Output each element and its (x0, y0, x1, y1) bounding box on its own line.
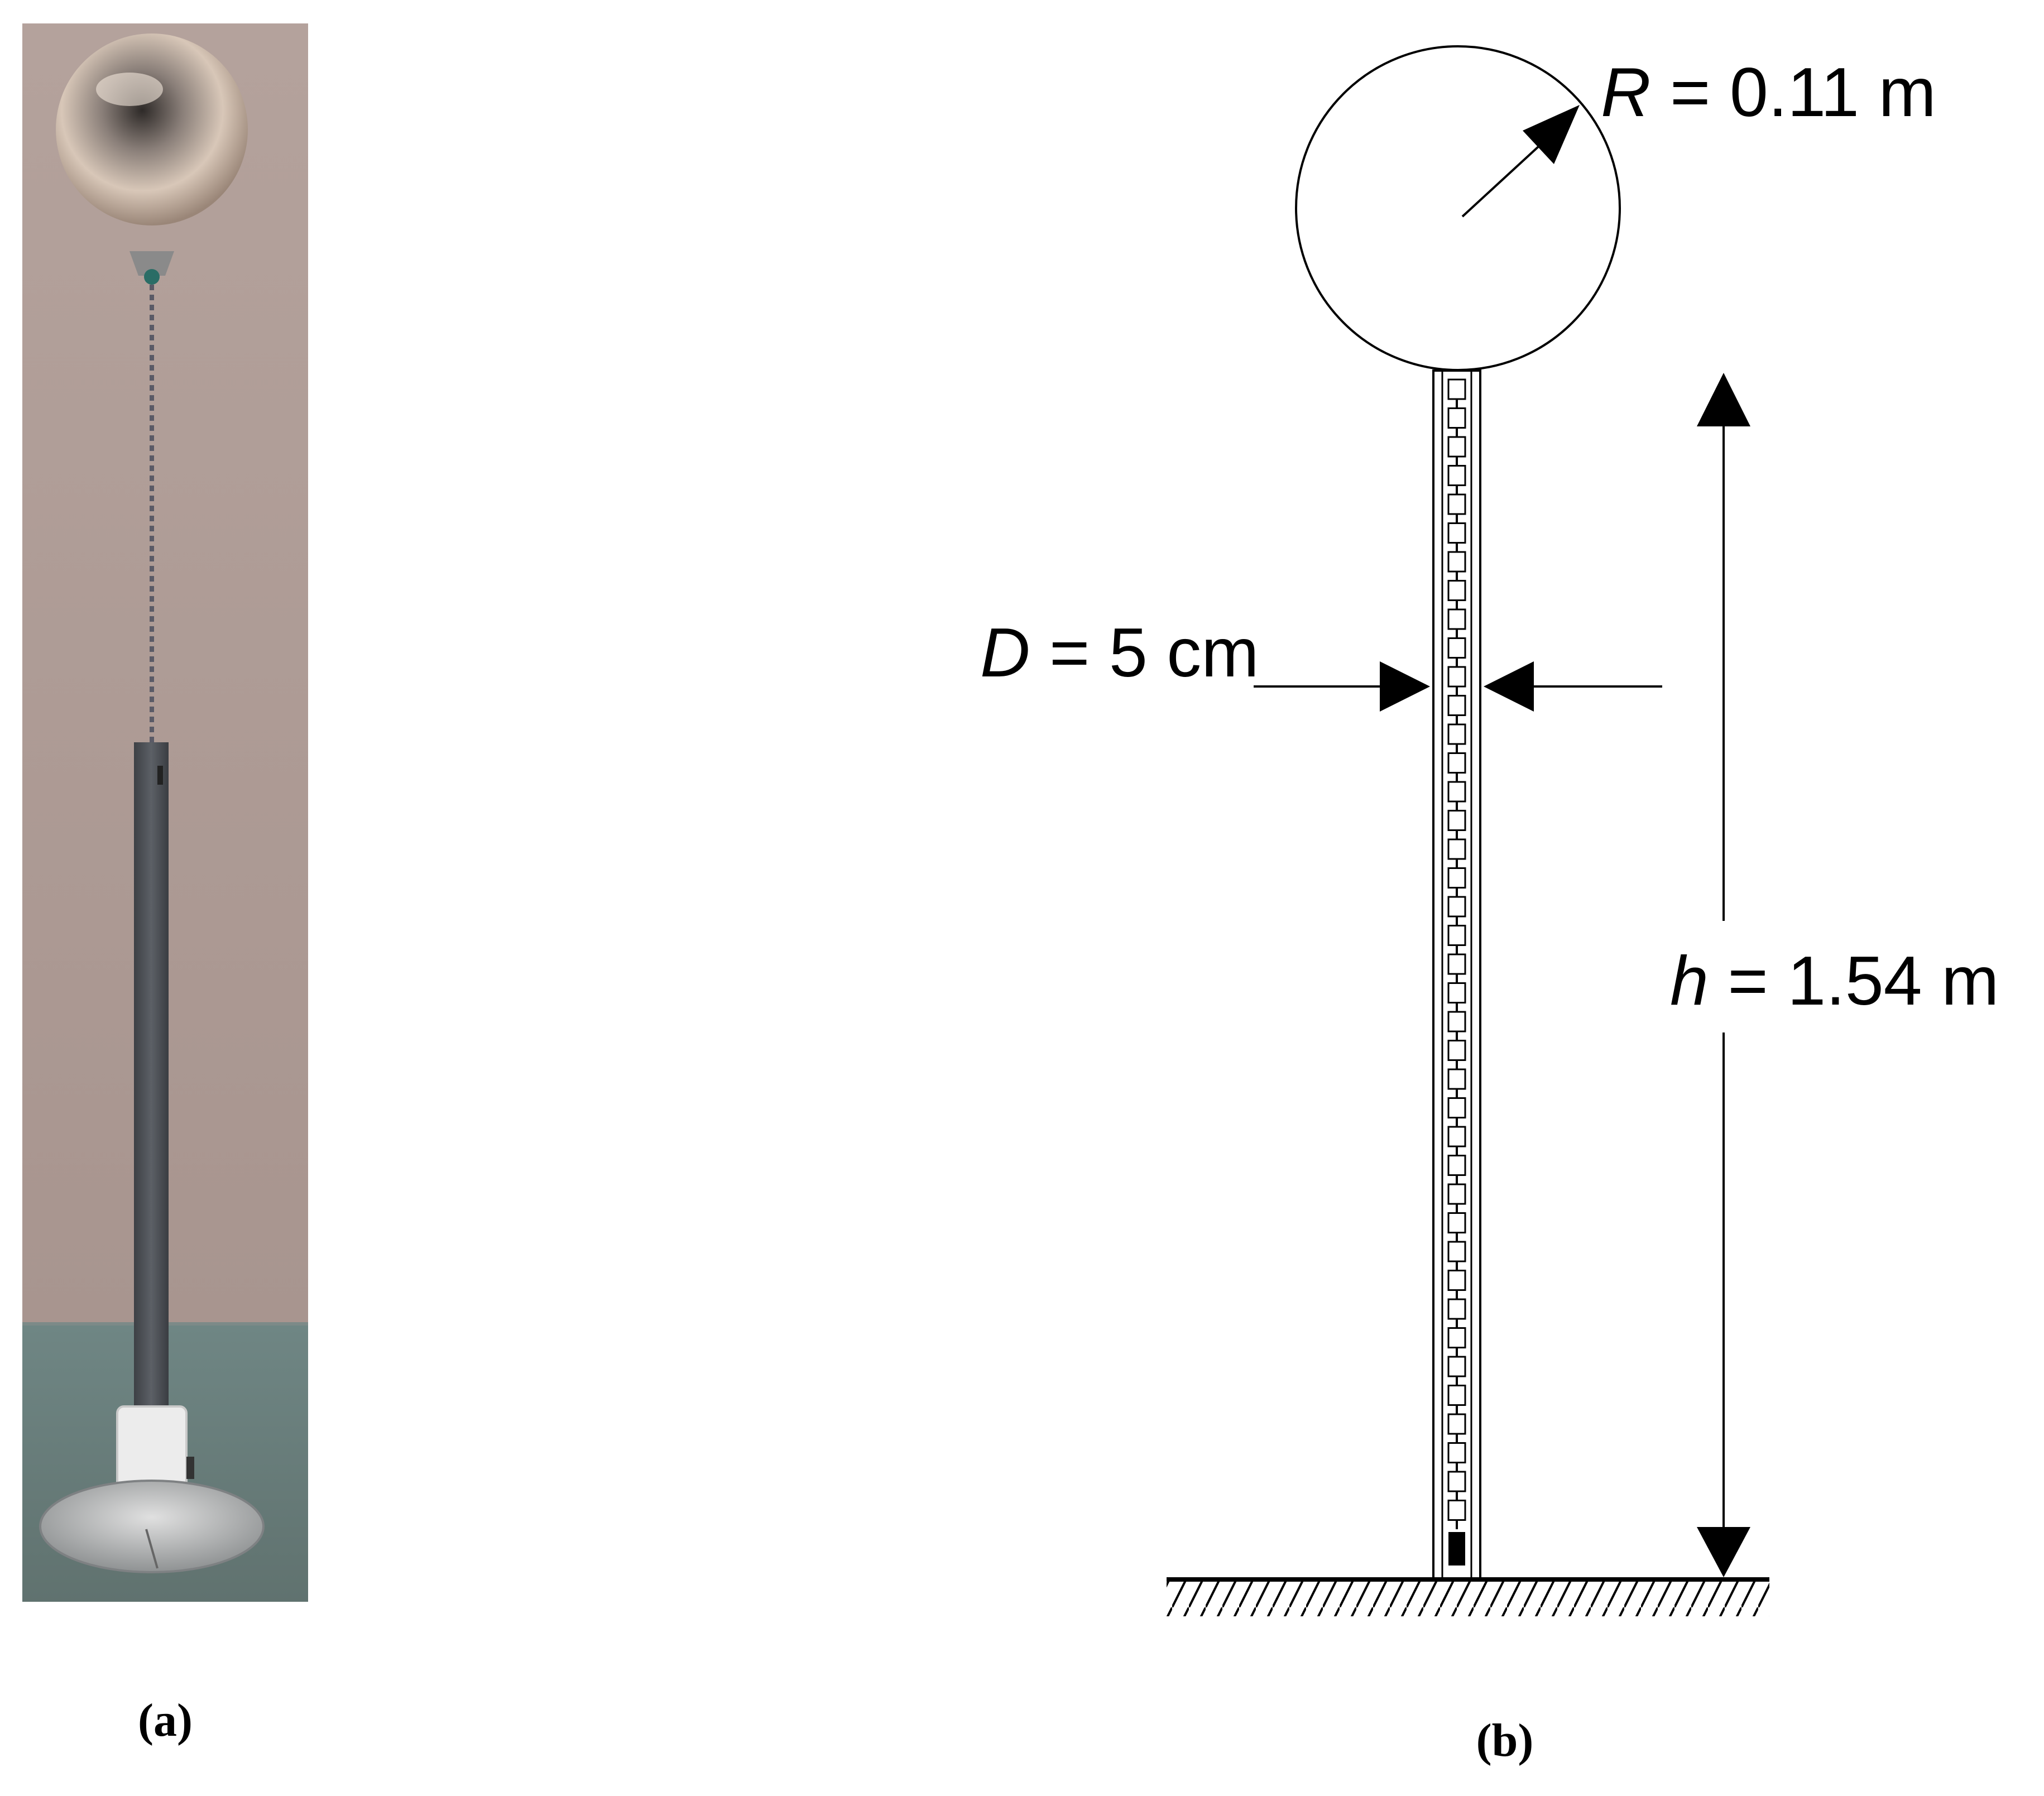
chain-link (1447, 1270, 1466, 1291)
sphere-connector (144, 269, 160, 285)
chain-link (1447, 752, 1466, 774)
chain-terminal-block (1448, 1532, 1465, 1566)
chain-link (1447, 1011, 1466, 1033)
chain-link (1447, 896, 1466, 918)
chain-link (1447, 1500, 1466, 1521)
chain-link (1447, 608, 1466, 630)
insulator-clip (186, 1457, 194, 1479)
radius-arrow-line (1461, 138, 1547, 218)
chain-link (1447, 1097, 1466, 1119)
photo-base-plate (40, 1481, 263, 1572)
chain-link (1447, 810, 1466, 832)
chain-link (1447, 637, 1466, 659)
height-value: = 1.54 m (1709, 943, 1999, 1020)
schematic-chain (1447, 378, 1466, 1529)
caption-a: (a) (138, 1694, 193, 1746)
chain-link (1447, 695, 1466, 717)
chain-link (1447, 1183, 1466, 1205)
schematic-sphere (1295, 45, 1621, 371)
ground-hatching (1167, 1582, 1769, 1616)
photo-sphere (56, 33, 248, 225)
height-arrowhead-top (1697, 373, 1750, 426)
height-symbol: h (1670, 943, 1709, 1020)
chain-link (1447, 723, 1466, 745)
radius-arrowhead (1523, 105, 1580, 164)
chain-link (1447, 1241, 1466, 1262)
photo-rod (134, 742, 169, 1418)
diameter-label: D = 5 cm (980, 614, 1259, 691)
caption-b: (b) (1476, 1715, 1534, 1766)
diameter-symbol: D (980, 614, 1030, 691)
chain-link (1447, 666, 1466, 688)
schematic-panel: R = 0.11 m D = 5 cm h = 1.54 m (b) (980, 45, 1999, 1766)
chain-link (1447, 1040, 1466, 1062)
chain-link (1447, 1298, 1466, 1320)
chain-link (1447, 1212, 1466, 1234)
radius-value: = 0.11 m (1651, 54, 1936, 131)
chain-link (1447, 838, 1466, 860)
base-plate-rim (39, 1480, 265, 1573)
chain-link (1447, 1155, 1466, 1176)
chain-link (1447, 1327, 1466, 1349)
chain-link (1447, 551, 1466, 573)
base-plate-seam (145, 1529, 159, 1569)
rod-top-notch (157, 766, 163, 785)
sphere-neck (129, 251, 174, 276)
radius-symbol: R (1601, 54, 1651, 131)
chain-link (1447, 953, 1466, 975)
diameter-arrowhead-left (1380, 661, 1430, 712)
chain-link (1447, 465, 1466, 487)
chain-link (1447, 1442, 1466, 1464)
chain-link (1447, 1356, 1466, 1377)
chain-link (1447, 522, 1466, 544)
height-label: h = 1.54 m (1670, 943, 1999, 1020)
chain-link (1447, 580, 1466, 602)
chain-link (1447, 1385, 1466, 1406)
chain-link (1447, 1068, 1466, 1090)
chain-link (1447, 378, 1466, 400)
diameter-value: = 5 cm (1030, 614, 1259, 691)
chain-link (1447, 436, 1466, 458)
diameter-arrowhead-right (1484, 661, 1534, 712)
chain-link (1447, 867, 1466, 889)
chain-link (1447, 925, 1466, 947)
chain-link (1447, 493, 1466, 515)
sphere-reflection (96, 73, 163, 106)
chain-link (1447, 1471, 1466, 1492)
chain-link (1447, 982, 1466, 1004)
chain-link (1447, 781, 1466, 803)
radius-label: R = 0.11 m (1601, 54, 1936, 131)
chain-link (1447, 1126, 1466, 1147)
photo-panel: (a) (22, 23, 308, 1746)
chain-link (1447, 407, 1466, 429)
height-arrowhead-bottom (1697, 1527, 1750, 1577)
chain-link (1447, 1413, 1466, 1435)
